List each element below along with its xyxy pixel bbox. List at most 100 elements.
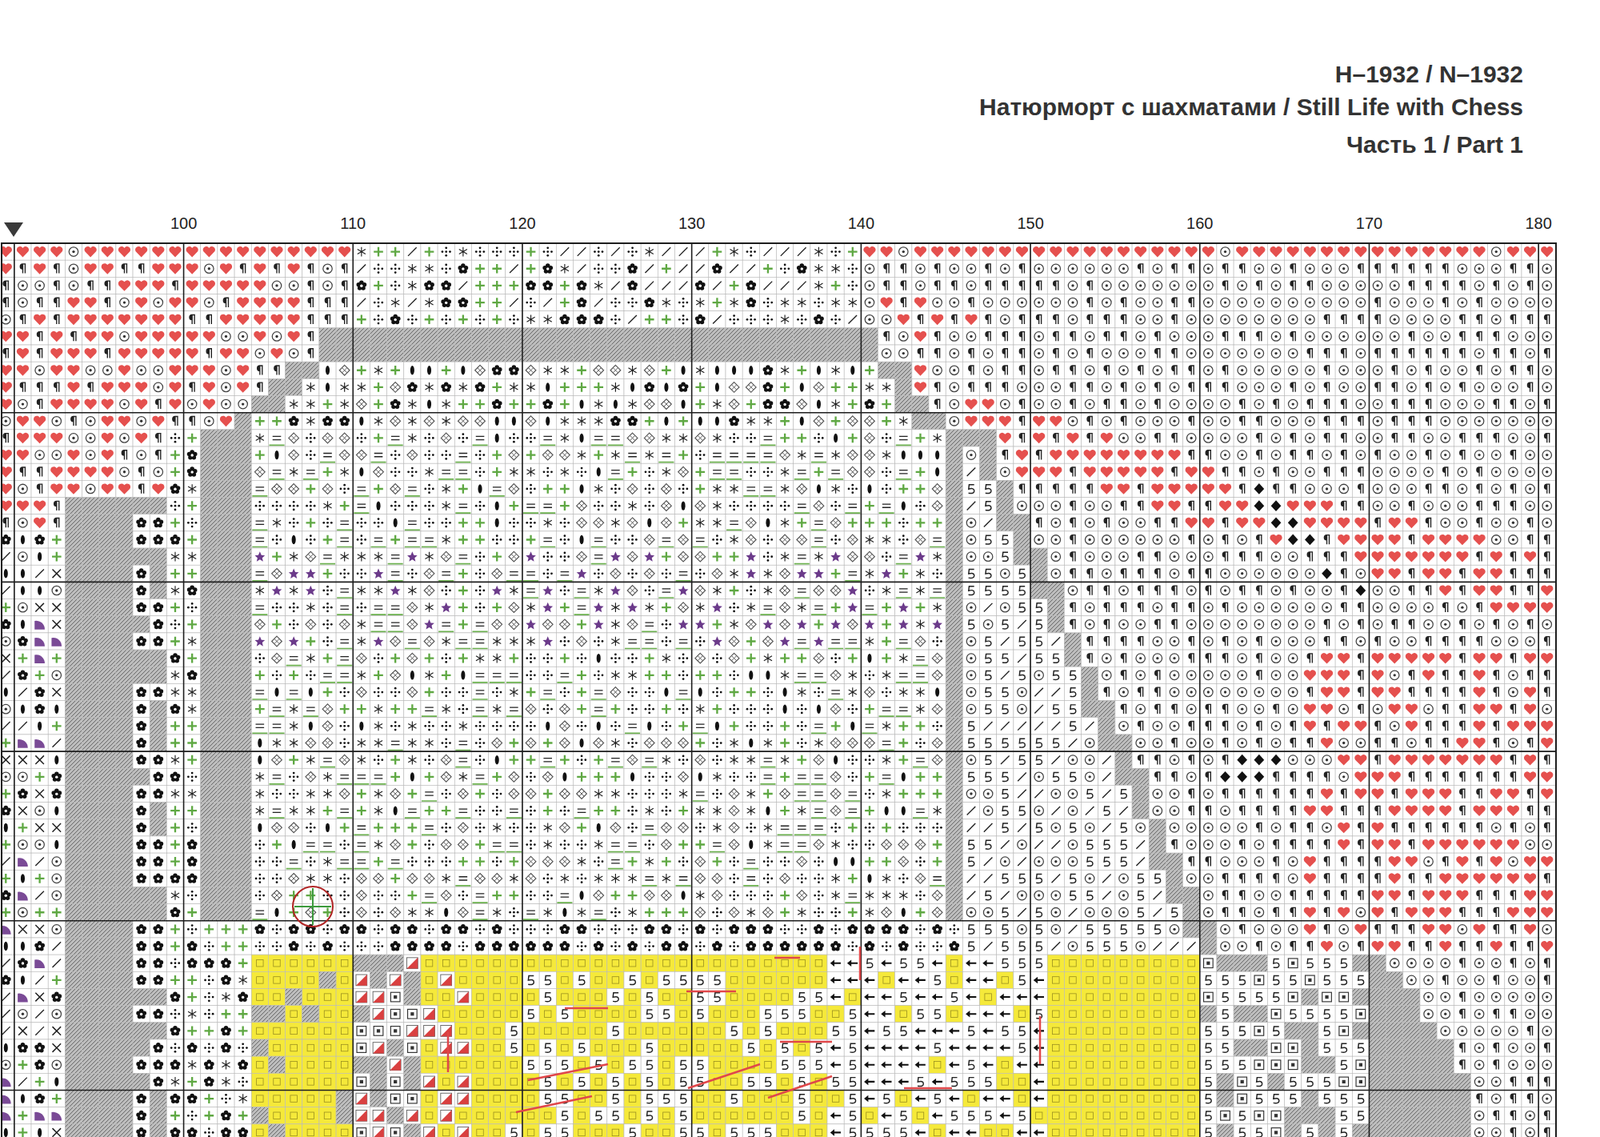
stitch-cell	[437, 344, 455, 362]
stitch-cell	[1132, 328, 1149, 345]
stitch-cell	[572, 311, 590, 328]
cell-ground	[454, 344, 472, 362]
stitch-cell	[471, 311, 488, 328]
stitch-cell	[878, 243, 896, 260]
stitch-cell	[420, 243, 438, 260]
stitch-cell	[1233, 311, 1251, 328]
stitch-cell	[590, 328, 608, 345]
stitch-cell	[437, 361, 455, 379]
stitch-cell	[116, 260, 133, 277]
stitch-cell	[471, 276, 488, 294]
stitch-cell	[1420, 260, 1437, 277]
stitch-cell	[251, 361, 268, 379]
stitch-cell	[1335, 311, 1352, 328]
stitch-cell	[471, 344, 488, 362]
stitch-symbol	[1559, 264, 1568, 273]
stitch-cell	[928, 311, 946, 328]
stitch-cell	[1386, 294, 1404, 312]
stitch-cell	[1081, 344, 1099, 362]
stitch-cell	[928, 328, 946, 345]
stitch-cell	[980, 328, 997, 345]
stitch-cell	[860, 311, 878, 328]
stitch-cell	[810, 311, 828, 328]
stitch-cell	[420, 276, 438, 294]
stitch-cell	[1098, 260, 1116, 277]
stitch-cell	[149, 243, 167, 260]
stitch-cell	[48, 361, 65, 379]
stitch-cell	[1335, 344, 1352, 362]
stitch-cell	[539, 311, 556, 328]
stitch-cell	[878, 260, 896, 277]
stitch-cell	[352, 276, 370, 294]
stitch-cell	[1216, 344, 1234, 362]
stitch-cell	[1148, 276, 1166, 294]
stitch-cell	[1352, 276, 1369, 294]
stitch-cell	[336, 294, 353, 312]
stitch-cell	[387, 311, 404, 328]
stitch-cell	[1488, 260, 1505, 277]
stitch-cell	[675, 328, 692, 345]
stitch-cell	[302, 276, 320, 294]
stitch-cell	[234, 361, 252, 379]
stitch-cell	[116, 243, 133, 260]
stitch-cell	[132, 260, 150, 277]
stitch-cell	[895, 260, 912, 277]
stitch-cell	[539, 276, 556, 294]
stitch-cell	[387, 260, 404, 277]
stitch-cell	[1064, 260, 1081, 277]
stitch-cell	[522, 260, 540, 277]
stitch-cell	[844, 328, 861, 345]
stitch-cell	[31, 344, 48, 362]
stitch-cell	[1148, 328, 1166, 345]
stitch-cell	[1504, 311, 1522, 328]
cell-ground	[810, 344, 828, 362]
stitch-cell	[895, 276, 912, 294]
stitch-cell	[404, 344, 421, 362]
stitch-cell	[675, 276, 692, 294]
stitch-cell	[590, 243, 608, 260]
stitch-cell	[1165, 328, 1183, 345]
stitch-cell	[200, 276, 218, 294]
stitch-cell	[708, 344, 726, 362]
stitch-cell	[302, 328, 320, 345]
stitch-cell	[14, 311, 32, 328]
stitch-cell	[878, 276, 896, 294]
stitch-cell	[149, 311, 167, 328]
stitch-grid	[0, 243, 1573, 1137]
stitch-cell	[1538, 243, 1556, 260]
stitch-cell	[1488, 344, 1505, 362]
stitch-cell	[793, 344, 811, 362]
cell-ground	[1555, 311, 1572, 328]
stitch-cell	[99, 328, 116, 345]
stitch-cell	[1081, 243, 1099, 260]
stitch-cell	[692, 260, 709, 277]
stitch-cell	[471, 361, 488, 379]
stitch-cell	[640, 294, 658, 312]
stitch-cell	[1216, 311, 1234, 328]
stitch-cell	[793, 260, 811, 277]
stitch-cell	[1436, 311, 1454, 328]
stitch-cell	[725, 344, 743, 362]
stitch-cell	[1521, 243, 1539, 260]
stitch-cell	[437, 311, 455, 328]
stitch-cell	[624, 260, 641, 277]
cell-ground	[556, 328, 573, 345]
cell-ground	[572, 344, 590, 362]
stitch-cell	[1030, 243, 1048, 260]
stitch-cell	[860, 260, 878, 277]
stitch-cell	[1064, 311, 1081, 328]
stitch-cell	[1183, 243, 1200, 260]
stitch-cell	[454, 361, 472, 379]
stitch-cell	[1200, 328, 1217, 345]
stitch-cell	[708, 243, 726, 260]
stitch-cell	[149, 361, 167, 379]
stitch-cell	[1403, 260, 1420, 277]
stitch-cell	[572, 276, 590, 294]
stitch-cell	[369, 243, 387, 260]
cell-ground	[336, 328, 353, 345]
stitch-cell	[184, 328, 201, 345]
stitch-cell	[454, 311, 472, 328]
cell-ground	[742, 344, 760, 362]
stitch-cell	[1555, 260, 1572, 277]
stitch-cell	[184, 276, 201, 294]
